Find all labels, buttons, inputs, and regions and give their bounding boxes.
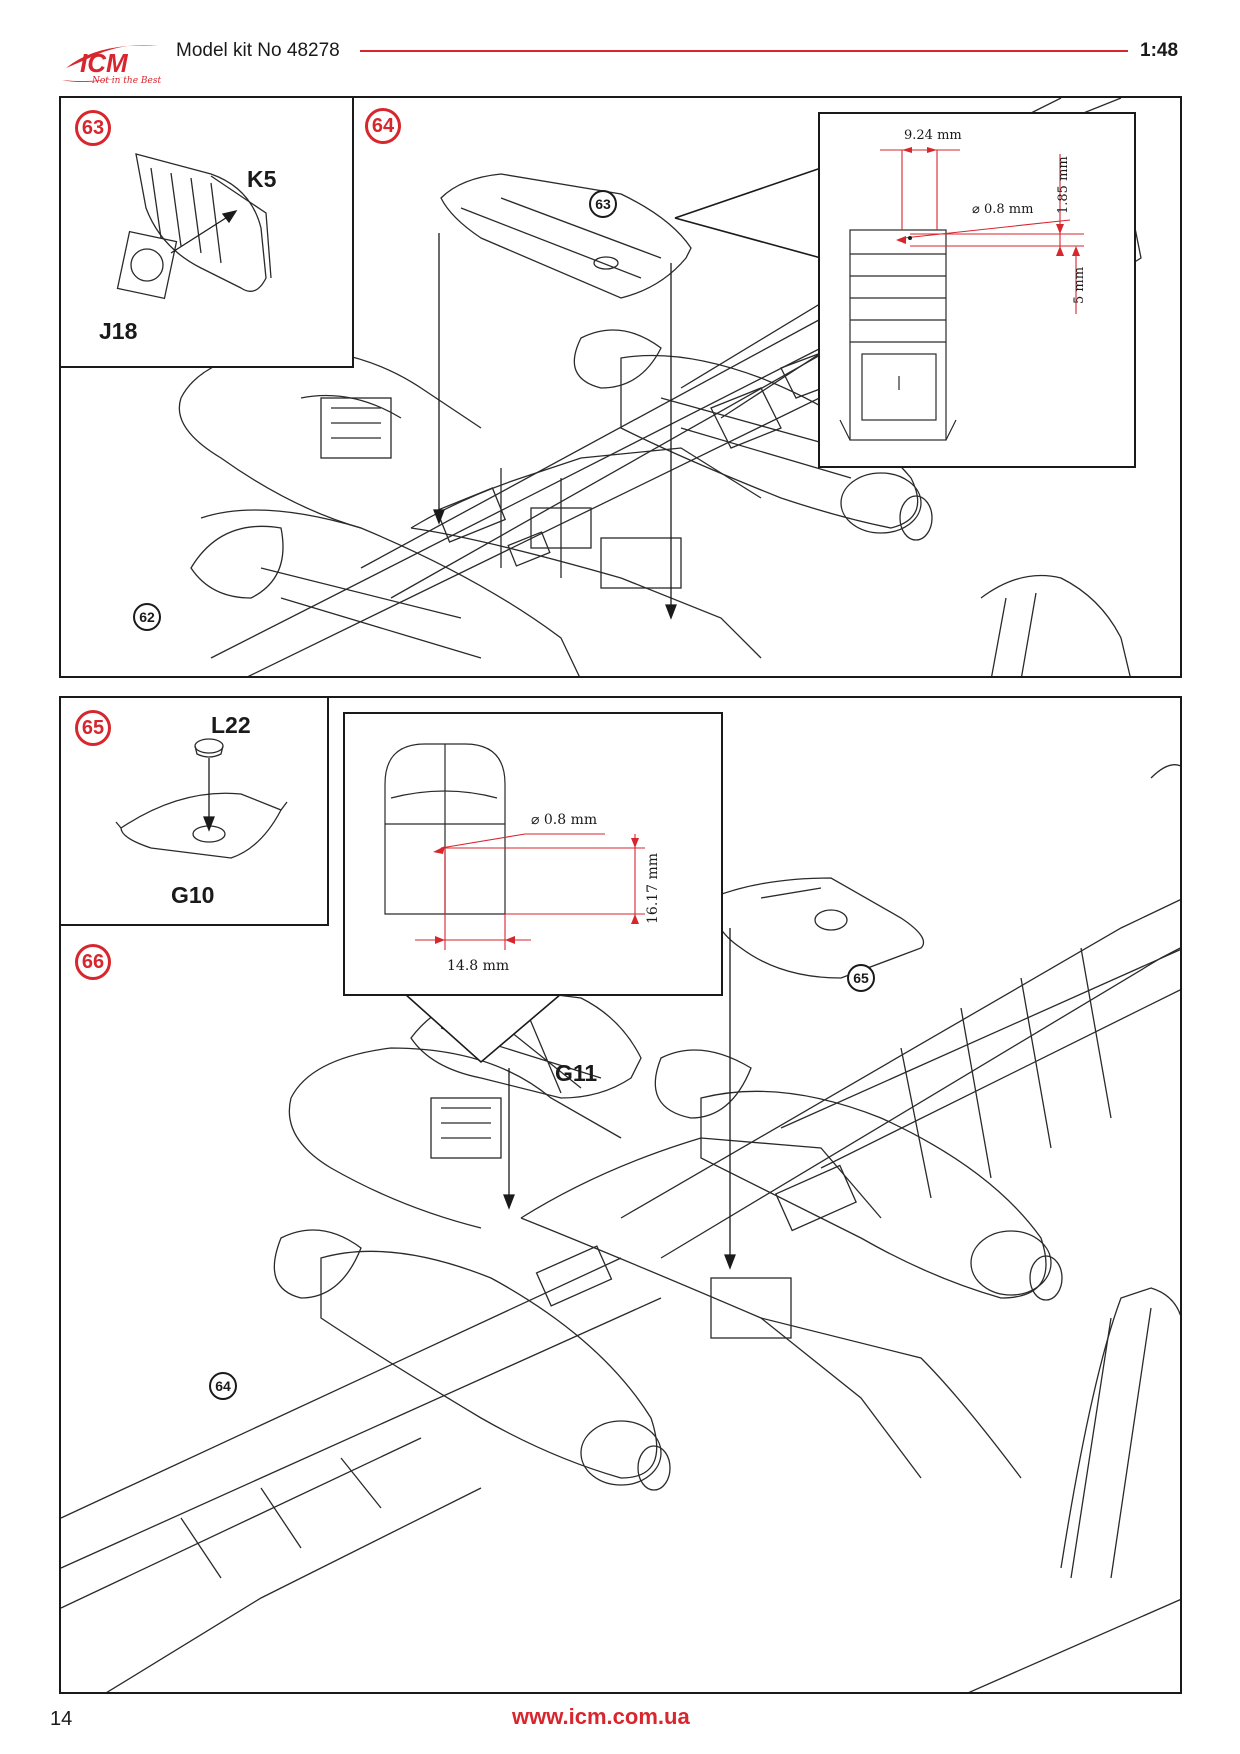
website-link[interactable]: www.icm.com.ua xyxy=(512,1704,690,1729)
page-number: 14 xyxy=(50,1708,73,1730)
step-64-badge: 64 xyxy=(365,108,401,144)
kit-title: Model kit No 48278 xyxy=(176,40,340,61)
ref-63-badge: 63 xyxy=(589,190,617,218)
scale-label: 1:48 xyxy=(1140,40,1179,61)
step-63-badge: 63 xyxy=(75,110,111,146)
ref-64-badge: 64 xyxy=(209,1372,237,1400)
step-63-drawing xyxy=(116,153,272,300)
header: ICM Not in the Best Model kit No 48278 1… xyxy=(0,0,1240,100)
detail-callout-64: 9.24 mm ⌀ 0.8 mm 1.85 mm 5 mm xyxy=(818,112,1136,468)
step-65-inset: 65 L22 G10 xyxy=(61,698,329,926)
detail-callout-66: ⌀ 0.8 mm 16.17 mm 14.8 mm xyxy=(343,712,723,996)
dim-offset-1-85: 1.85 mm xyxy=(1056,156,1071,214)
step-65-drawing xyxy=(115,738,288,859)
header-rule xyxy=(360,50,1128,52)
part-g11-label: G11 xyxy=(555,1060,598,1086)
dim-width-14-8: 14.8 mm xyxy=(447,958,510,974)
part-g10-label: G10 xyxy=(171,882,215,908)
dim-width-9-24: 9.24 mm xyxy=(904,128,962,143)
dim-height-16-17: 16.17 mm xyxy=(645,852,661,924)
ref-65-badge: 65 xyxy=(847,964,875,992)
step-64-panel: 63 K5 J18 64 63 62 xyxy=(59,96,1182,678)
svg-text:ICM: ICM xyxy=(80,48,129,78)
logo-tagline: Not in the Best xyxy=(92,76,162,86)
detail-drawing-64 xyxy=(839,147,1084,441)
ref-62-badge: 62 xyxy=(133,603,161,631)
aircraft-drawing-66 xyxy=(61,764,1180,1692)
step-66-badge: 66 xyxy=(75,944,111,980)
part-j18-label: J18 xyxy=(99,318,138,344)
icm-logo: ICM xyxy=(62,45,158,82)
dim-hole-0-8-64: ⌀ 0.8 mm xyxy=(972,202,1034,217)
dim-hole-0-8-66: ⌀ 0.8 mm xyxy=(531,812,598,828)
step-63-inset: 63 K5 J18 xyxy=(61,98,354,368)
step-66-panel: 65 L22 G10 xyxy=(59,696,1182,1694)
step-65-badge: 65 xyxy=(75,710,111,746)
dim-offset-5: 5 mm xyxy=(1072,266,1087,304)
part-k5-label: K5 xyxy=(247,166,277,192)
detail-drawing-66 xyxy=(384,743,645,950)
part-l22-label: L22 xyxy=(211,712,251,738)
